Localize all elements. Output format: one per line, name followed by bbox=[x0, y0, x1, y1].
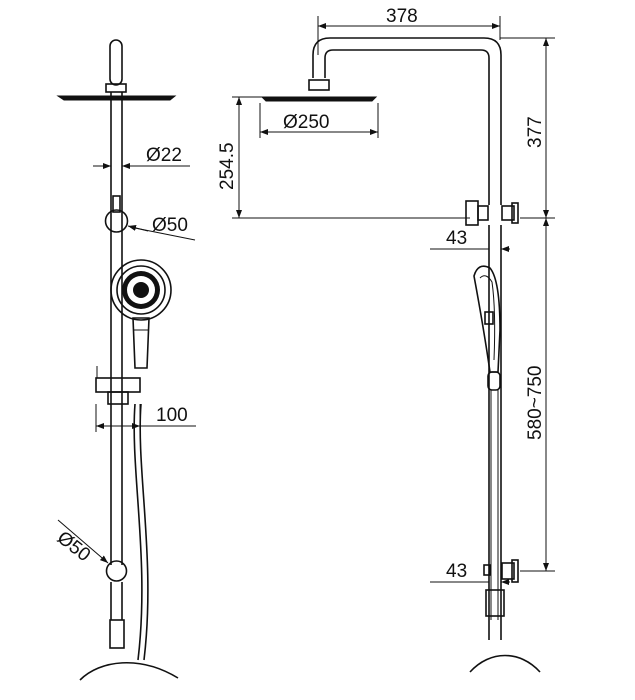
lower-bracket-diameter-label: Ø50 bbox=[53, 527, 94, 566]
lower-wall-bracket-front: Ø50 bbox=[53, 519, 128, 582]
hose-front bbox=[133, 403, 149, 661]
bottom-fitting-side bbox=[485, 589, 505, 617]
arm-height-label: 377 bbox=[525, 116, 546, 148]
lower-wall-offset-dimension: 43 bbox=[430, 560, 510, 590]
rain-shower-head-front bbox=[56, 39, 177, 101]
overhead-arm-side bbox=[308, 37, 502, 205]
slider-projection-label: 100 bbox=[156, 405, 188, 426]
side-view: 378 Ø250 254.5 bbox=[217, 6, 555, 673]
pipe-diameter-label: Ø22 bbox=[146, 145, 182, 166]
hose-side bbox=[490, 390, 499, 620]
hand-shower-front bbox=[110, 259, 172, 369]
arm-reach-dimension: 378 bbox=[317, 6, 501, 55]
rain-shower-head-side bbox=[260, 96, 378, 102]
upper-wall-offset-label: 43 bbox=[446, 228, 467, 249]
head-drop-dimension: 254.5 bbox=[217, 96, 470, 219]
bracket-spacing-dimension: 580~750 bbox=[520, 218, 555, 572]
upper-wall-bracket-side bbox=[465, 200, 519, 226]
upper-wall-bracket-front: Ø50 bbox=[104, 195, 196, 241]
riser-pipe-front bbox=[109, 92, 125, 649]
arm-height-dimension: 377 bbox=[500, 37, 555, 219]
hand-shower-side bbox=[473, 265, 501, 391]
upper-bracket-diameter-label: Ø50 bbox=[152, 215, 188, 236]
head-diameter-label: Ø250 bbox=[283, 112, 329, 133]
bracket-spacing-label: 580~750 bbox=[525, 366, 546, 441]
floor-break-line-side bbox=[469, 654, 541, 673]
slider-holder-front bbox=[95, 366, 141, 405]
head-diameter-dimension: Ø250 bbox=[259, 103, 379, 138]
floor-break-line-front bbox=[79, 661, 179, 681]
head-drop-label: 254.5 bbox=[217, 142, 238, 190]
upper-wall-offset-dimension: 43 bbox=[430, 225, 510, 256]
arm-reach-label: 378 bbox=[386, 6, 418, 27]
front-view: Ø22 Ø50 bbox=[53, 39, 196, 681]
lower-wall-offset-label: 43 bbox=[446, 561, 467, 582]
pipe-diameter-dimension: Ø22 bbox=[93, 145, 190, 169]
